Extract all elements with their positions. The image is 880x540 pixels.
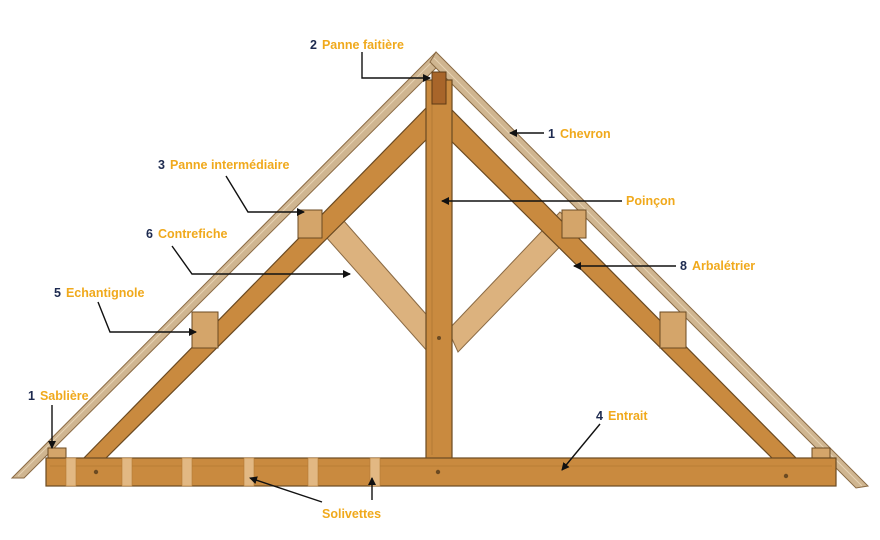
chevron-right xyxy=(429,51,870,489)
entrait-beam xyxy=(45,457,837,487)
label-solivettes: Solivettes xyxy=(322,507,381,521)
poincon-post xyxy=(425,79,453,461)
echantignole-right xyxy=(659,311,687,349)
panne-intermediaire-left xyxy=(297,209,323,239)
panne-intermediaire-right xyxy=(561,209,587,239)
label-poincon: Poinçon xyxy=(626,194,675,208)
solivettes-inserts xyxy=(65,457,381,487)
panne-faitiere-block xyxy=(431,71,447,105)
echantignole-left xyxy=(191,311,219,349)
arbaletrier-right xyxy=(437,102,800,461)
contrefiche-left xyxy=(317,211,441,353)
